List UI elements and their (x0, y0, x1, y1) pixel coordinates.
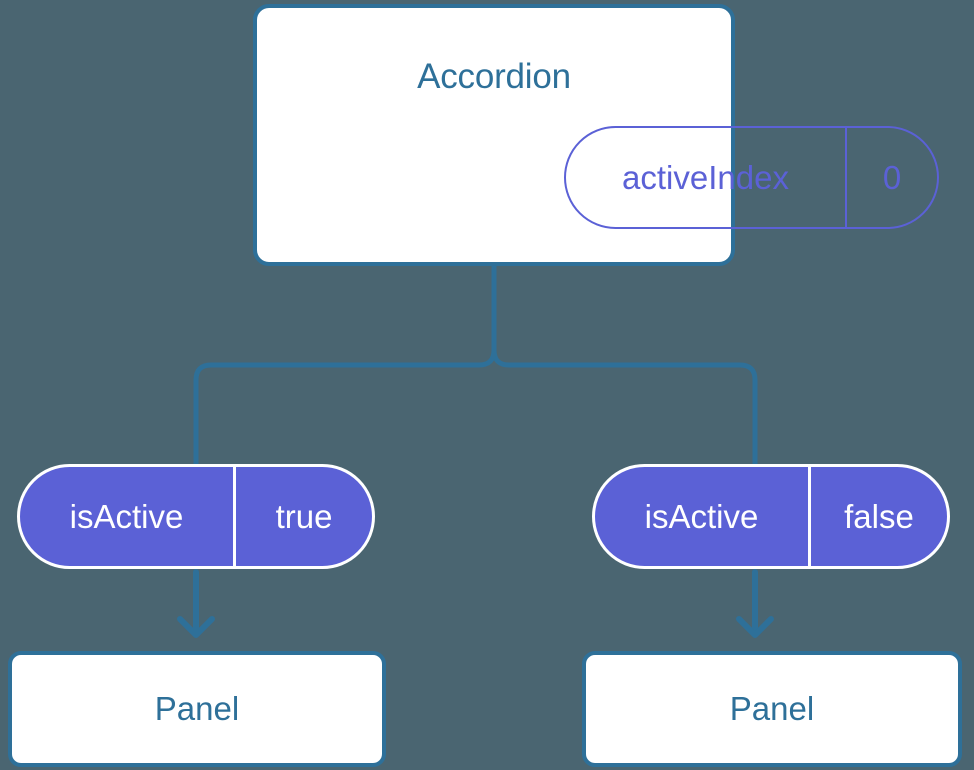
arrow-left-head-icon (177, 616, 215, 638)
prop-pill-value-right: false (844, 497, 914, 535)
prop-pill-key-left: isActive (20, 467, 236, 566)
prop-pill-is-active-false[interactable]: isActive false (592, 464, 950, 569)
panel-card-left[interactable]: Panel (8, 651, 386, 767)
arrow-right-head-icon (736, 616, 774, 638)
prop-pill-value-left: true (275, 497, 333, 535)
connector-branch-right (491, 347, 758, 467)
state-pill-key: activeIndex (566, 128, 847, 227)
state-pill-active-index[interactable]: activeIndex 0 (564, 126, 939, 229)
panel-label-right: Panel (729, 690, 815, 727)
panel-card-right[interactable]: Panel (582, 651, 962, 767)
panel-label-left: Panel (154, 690, 240, 727)
state-pill-value: 0 (882, 158, 902, 196)
prop-pill-is-active-true[interactable]: isActive true (17, 464, 375, 569)
prop-pill-key-right: isActive (595, 467, 811, 566)
accordion-title: Accordion (417, 57, 571, 96)
accordion-card[interactable]: Accordion activeIndex 0 (253, 4, 939, 266)
connector-branch-left (193, 347, 497, 467)
